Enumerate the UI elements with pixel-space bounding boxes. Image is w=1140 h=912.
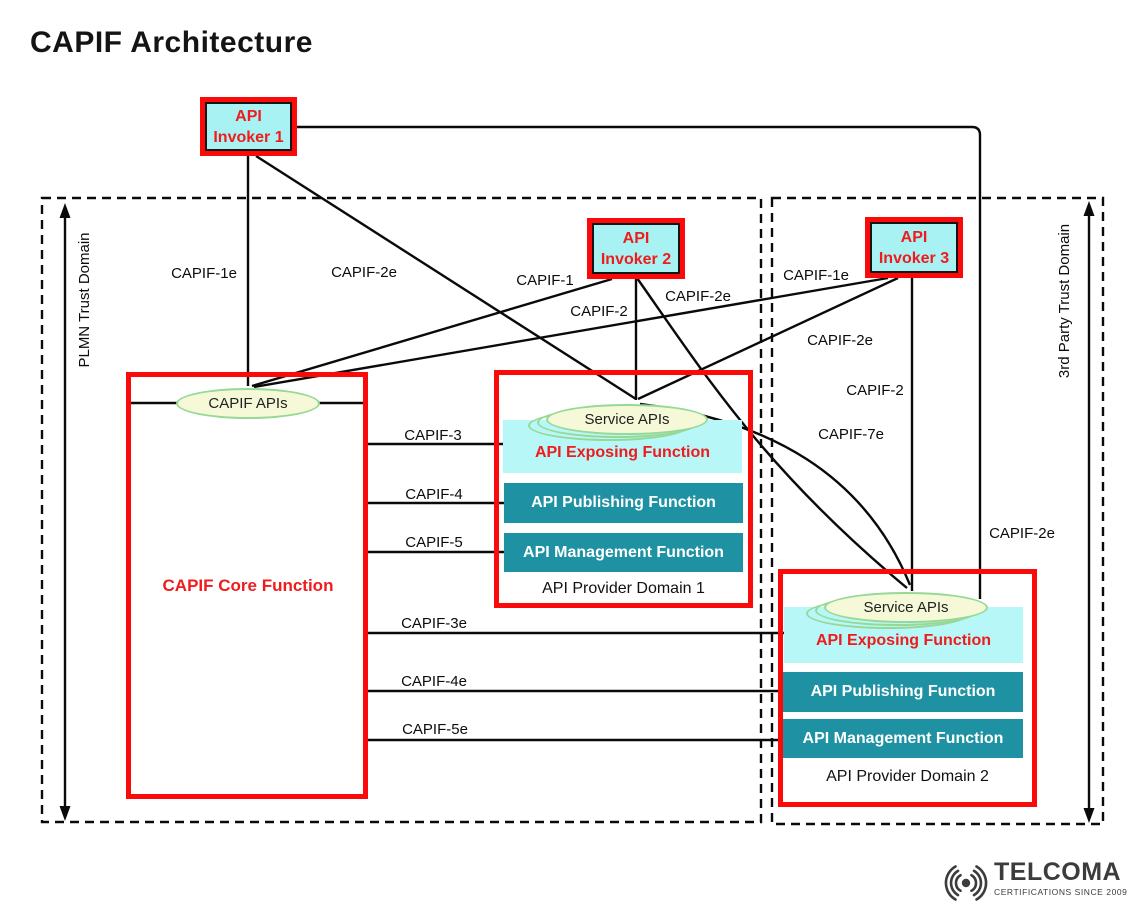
label-capif-2e-inv1-d2: CAPIF-2e	[989, 525, 1055, 542]
arrowhead-3rd-bottom	[1083, 808, 1095, 823]
api-provider-domain-1-label: API Provider Domain 1	[542, 580, 705, 597]
api-invoker-1-line2: Invoker 1	[213, 128, 284, 146]
label-capif-4: CAPIF-4	[405, 486, 463, 503]
api-management-function-1: API Management Function	[504, 533, 743, 572]
api-invoker-1-box: API Invoker 1	[200, 97, 297, 156]
api-provider-domain-1-box	[494, 370, 753, 608]
page-title: CAPIF Architecture	[30, 26, 313, 59]
label-capif-4e: CAPIF-4e	[401, 673, 467, 690]
api-invoker-3-line1: API	[900, 228, 928, 246]
label-capif-2e-inv1-d1: CAPIF-2e	[331, 264, 397, 281]
api-invoker-2-box: API Invoker 2	[587, 218, 685, 279]
plmn-trust-domain-label: PLMN Trust Domain	[76, 232, 93, 368]
line-capif-1e-inv3	[253, 276, 889, 389]
telcoma-logo-tagline: CERTIFICATIONS SINCE 2009	[994, 887, 1128, 897]
label-capif-2e-inv3-d1: CAPIF-2e	[807, 332, 873, 349]
capif-apis-ellipse: CAPIF APIs	[176, 388, 320, 419]
service-apis-2-label: Service APIs	[863, 599, 949, 616]
api-provider-domain-2-box	[778, 569, 1037, 807]
label-capif-5: CAPIF-5	[405, 534, 463, 551]
label-capif-1-inv2: CAPIF-1	[516, 272, 574, 289]
line-capif-2e-inv1-d2	[297, 125, 982, 599]
label-capif-2e-inv2-d2: CAPIF-2e	[665, 288, 731, 305]
capif-apis-label: CAPIF APIs	[208, 395, 288, 412]
label-capif-3: CAPIF-3	[404, 427, 462, 444]
label-capif-3e: CAPIF-3e	[401, 615, 467, 632]
third-party-domain-frame	[770, 196, 1105, 826]
label-capif-1e-inv3: CAPIF-1e	[783, 267, 849, 284]
api-invoker-2-line2: Invoker 2	[600, 250, 672, 268]
api-management-function-2: API Management Function	[783, 719, 1023, 758]
arrowhead-3rd-top	[1083, 201, 1095, 216]
api-publishing-function-1: API Publishing Function	[504, 483, 743, 523]
arrowhead-plmn-top	[59, 203, 71, 218]
telcoma-logo-name: TELCOMA	[994, 858, 1122, 886]
line-capif-1-inv2	[251, 277, 613, 388]
label-capif-1e-inv1: CAPIF-1e	[171, 265, 237, 282]
third-party-trust-domain-label: 3rd Party Trust Domain	[1056, 223, 1073, 379]
service-apis-1-label: Service APIs	[584, 411, 670, 428]
capif-core-function-box	[126, 372, 368, 799]
api-invoker-1-line1: API	[235, 107, 262, 125]
api-invoker-3-box: API Invoker 3	[865, 217, 963, 278]
telcoma-signal-icon	[944, 865, 988, 901]
telcoma-logo: TELCOMA CERTIFICATIONS SINCE 2009	[942, 860, 1132, 908]
arrowhead-plmn-bottom	[59, 806, 71, 821]
capif-core-function-label: CAPIF Core Function	[162, 576, 334, 595]
service-apis-1-ellipse: Service APIs	[546, 404, 708, 435]
label-capif-2-inv3: CAPIF-2	[846, 382, 904, 399]
label-capif-5e: CAPIF-5e	[402, 721, 468, 738]
line-capif-2e-inv3-d1	[637, 276, 899, 401]
api-invoker-2-line1: API	[622, 229, 650, 247]
service-apis-2-ellipse: Service APIs	[824, 592, 988, 623]
line-capif-2e-inv1-d1	[255, 154, 637, 401]
label-capif-7e: CAPIF-7e	[818, 426, 884, 443]
api-provider-domain-2-label: API Provider Domain 2	[826, 768, 989, 785]
plmn-domain-frame	[40, 196, 763, 824]
label-capif-2-inv2: CAPIF-2	[570, 303, 628, 320]
api-invoker-3-line2: Invoker 3	[878, 249, 950, 267]
api-publishing-function-2: API Publishing Function	[783, 672, 1023, 712]
